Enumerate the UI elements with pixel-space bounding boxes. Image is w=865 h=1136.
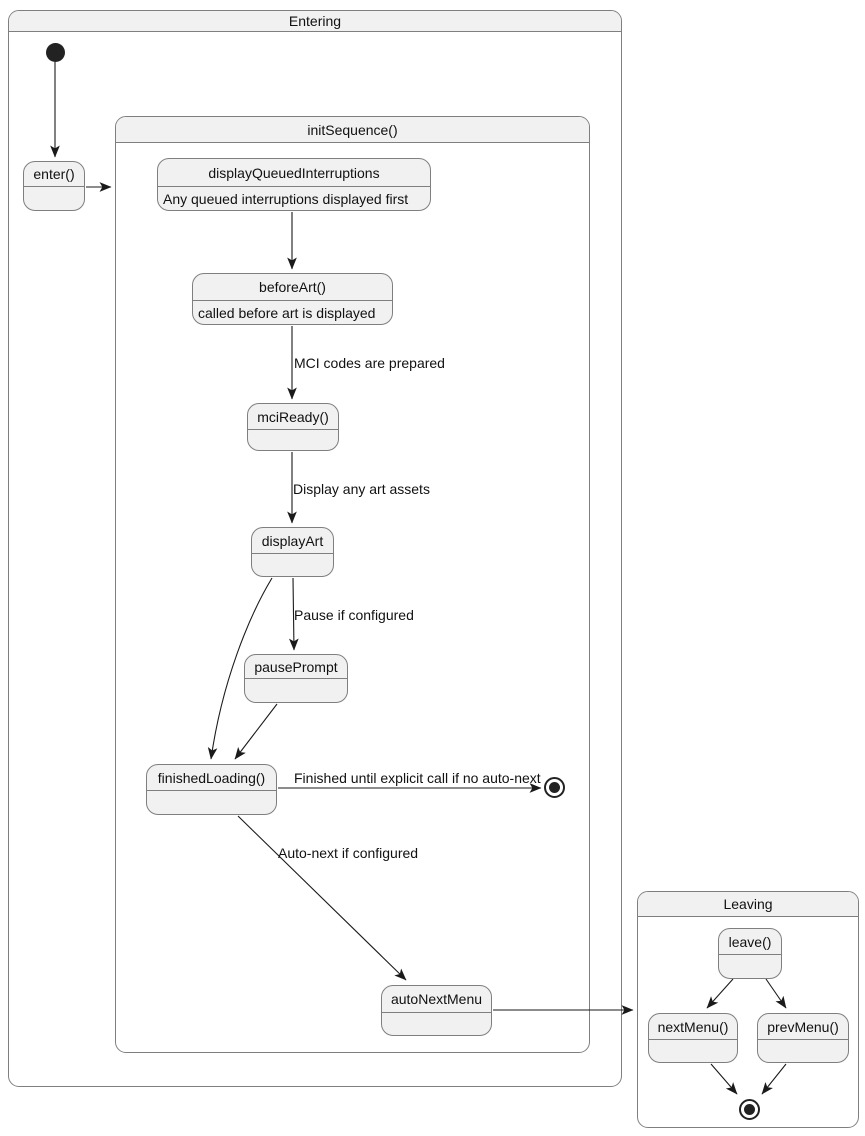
container-init-sequence-title: initSequence() [116,117,589,143]
container-entering: Entering [8,10,622,1087]
state-prev-menu: prevMenu() [757,1013,849,1063]
container-leaving-title: Leaving [638,892,858,917]
state-pause-prompt-body [245,679,347,702]
final-state-inner-dot [744,1104,755,1115]
state-auto-next-menu-body [382,1013,491,1035]
edge-display-art-to-finished-loading [207,577,273,760]
state-display-art: displayArt [251,527,334,577]
state-enter: enter() [23,161,85,211]
edge-leave-to-prev-menu [765,978,787,1009]
container-entering-title: Entering [9,11,621,32]
state-before-art-description: called before art is displayed [198,304,376,321]
state-auto-next-menu: autoNextMenu [381,985,492,1036]
final-state-leaving-icon [739,1099,760,1120]
state-enter-body [24,187,84,210]
state-prev-menu-title: prevMenu() [758,1014,848,1040]
state-next-menu-title: nextMenu() [649,1014,737,1040]
container-leaving: Leaving [637,891,859,1128]
state-display-art-title: displayArt [252,528,333,554]
edge-next-menu-to-final [710,1063,738,1095]
transition-label-mci: MCI codes are prepared [294,355,445,371]
edge-prev-menu-to-final [761,1063,787,1095]
state-auto-next-menu-title: autoNextMenu [382,986,491,1013]
edge-finished-loading-to-auto-next-menu [237,815,407,981]
state-display-art-body [252,554,333,576]
state-enter-title: enter() [24,162,84,187]
transition-label-display-art: Display any art assets [293,481,430,497]
state-finished-loading: finishedLoading() [146,764,277,815]
state-finished-loading-body [147,791,276,814]
final-state-icon [544,777,565,798]
container-init-sequence: initSequence() [115,116,590,1053]
transition-label-pause: Pause if configured [294,607,414,623]
state-mci-ready: mciReady() [247,403,339,451]
state-pause-prompt-title: pausePrompt [245,655,347,679]
state-display-queued-interruptions-description: Any queued interruptions displayed first [163,190,409,207]
state-leave-body [719,955,781,978]
state-leave-title: leave() [719,929,781,955]
state-before-art-title: beforeArt() [193,274,392,301]
state-display-queued-interruptions: displayQueuedInterruptions Any queued in… [157,158,431,211]
state-leave: leave() [718,928,782,979]
transition-label-finished: Finished until explicit call if no auto-… [294,770,541,786]
state-pause-prompt: pausePrompt [244,654,348,703]
state-mci-ready-body [248,430,338,450]
state-next-menu: nextMenu() [648,1013,738,1063]
state-next-menu-body [649,1040,737,1062]
edge-leave-to-next-menu [706,978,734,1009]
state-prev-menu-body [758,1040,848,1062]
edge-pause-prompt-to-finished-loading [234,703,278,760]
state-finished-loading-title: finishedLoading() [147,765,276,791]
final-state-inner-dot [549,782,560,793]
edge-display-art-to-pause-prompt [289,577,299,651]
state-before-art: beforeArt() called before art is display… [192,273,393,325]
transition-label-auto-next: Auto-next if configured [278,845,419,861]
initial-state-icon [46,43,65,62]
state-mci-ready-title: mciReady() [248,404,338,430]
state-display-queued-interruptions-title: displayQueuedInterruptions [158,159,430,187]
